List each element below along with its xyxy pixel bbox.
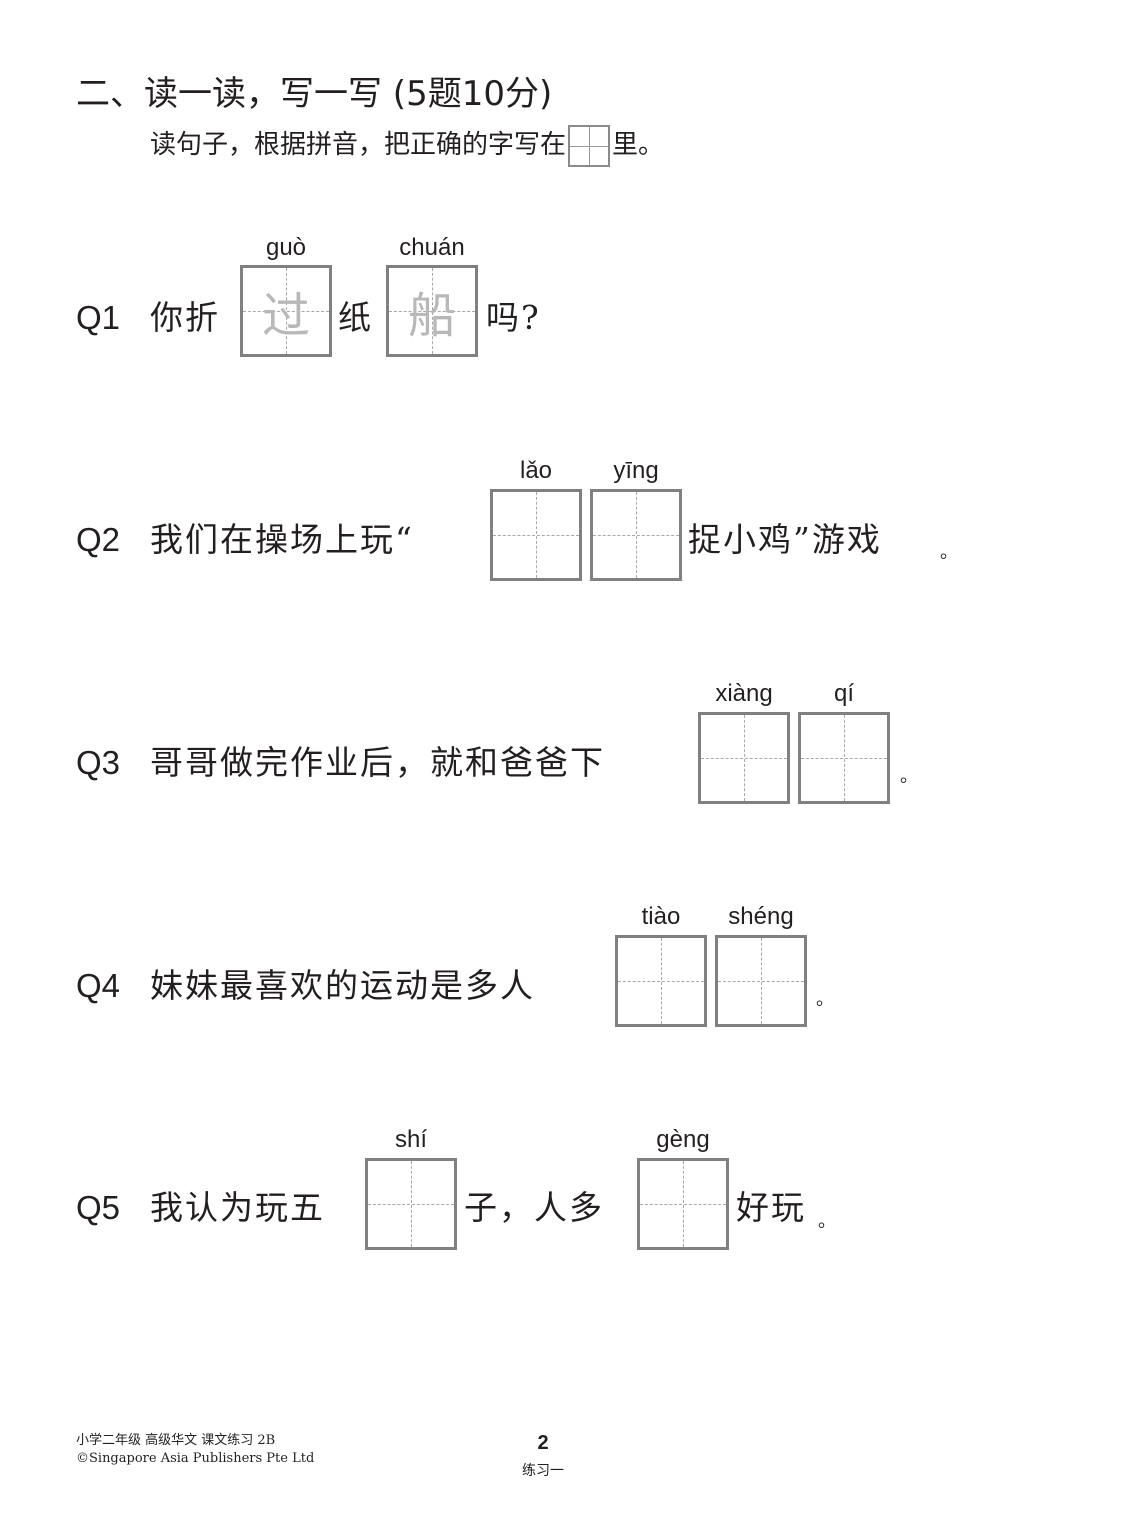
question-text-segment: 你折 bbox=[150, 298, 220, 337]
answer-box[interactable] bbox=[715, 935, 807, 1027]
question-number: Q2 bbox=[76, 521, 121, 558]
copyright: ©Singapore Asia Publishers Pte Ltd bbox=[76, 1451, 315, 1466]
answer-box[interactable] bbox=[365, 1158, 457, 1250]
question-text-segment: 哥哥做完作业后，就和爸爸下 bbox=[150, 743, 605, 782]
question-text-segment: 妹妹最喜欢的运动是多人 bbox=[150, 966, 535, 1005]
question-text-segment: 我们在操场上玩“ bbox=[150, 520, 414, 559]
question-text-segment: 捉小鸡”游戏 bbox=[688, 520, 882, 559]
sentence-period: 。 bbox=[818, 1211, 836, 1232]
pinyin-label: qí bbox=[833, 680, 854, 707]
exercise-label: 练习一 bbox=[522, 1463, 564, 1479]
book-title: 小学二年级 高级华文 课文练习 2B bbox=[76, 1433, 276, 1448]
pinyin-label: shí bbox=[394, 1126, 427, 1153]
question-number: Q5 bbox=[76, 1189, 121, 1226]
pinyin-label: xiàng bbox=[715, 680, 773, 707]
question-text-segment: 吗? bbox=[486, 298, 541, 337]
question-text-segment: 纸 bbox=[338, 298, 373, 337]
footer-info: 小学二年级 高级华文 课文练习 2B ©Singapore Asia Publi… bbox=[76, 1432, 314, 1468]
sentence-period: 。 bbox=[940, 542, 958, 563]
answer-box[interactable]: 过 bbox=[240, 265, 332, 357]
question-number: Q4 bbox=[76, 967, 121, 1004]
pinyin-label: yīng bbox=[613, 457, 659, 484]
answer-box[interactable] bbox=[590, 489, 682, 581]
instruction-text-after: 里。 bbox=[612, 130, 665, 160]
sentence-period: 。 bbox=[816, 989, 834, 1010]
answer-box[interactable] bbox=[798, 712, 890, 804]
sample-writing-box bbox=[568, 125, 611, 167]
instruction-text-before: 读句子，根据拼音，把正确的字写在 bbox=[150, 130, 567, 160]
pinyin-label: chuán bbox=[399, 234, 465, 261]
pinyin-label: guò bbox=[265, 234, 307, 261]
pinyin-label: gèng bbox=[656, 1126, 710, 1153]
answer-box[interactable] bbox=[615, 935, 707, 1027]
pinyin-label: shéng bbox=[728, 903, 794, 930]
answer-box[interactable] bbox=[698, 712, 790, 804]
pinyin-label: lǎo bbox=[519, 457, 553, 484]
traced-character: 船 bbox=[407, 288, 456, 344]
instruction: 读句子，根据拼音，把正确的字写在 里。 bbox=[150, 125, 664, 167]
traced-character: 过 bbox=[261, 288, 310, 344]
answer-box[interactable] bbox=[637, 1158, 729, 1250]
question-text-segment: 子，人多 bbox=[464, 1188, 604, 1227]
question-text-segment: 好玩 bbox=[736, 1188, 806, 1227]
page-number: 2 bbox=[537, 1432, 549, 1454]
answer-box[interactable]: 船 bbox=[386, 265, 478, 357]
pinyin-label: tiào bbox=[641, 903, 681, 930]
sentence-period: 。 bbox=[900, 766, 918, 787]
section-title: 二、读一读，写一写 (5题10分) bbox=[76, 74, 553, 114]
question-number: Q3 bbox=[76, 744, 121, 781]
answer-box[interactable] bbox=[490, 489, 582, 581]
question-number: Q1 bbox=[76, 299, 121, 336]
question-text-segment: 我认为玩五 bbox=[150, 1188, 325, 1227]
